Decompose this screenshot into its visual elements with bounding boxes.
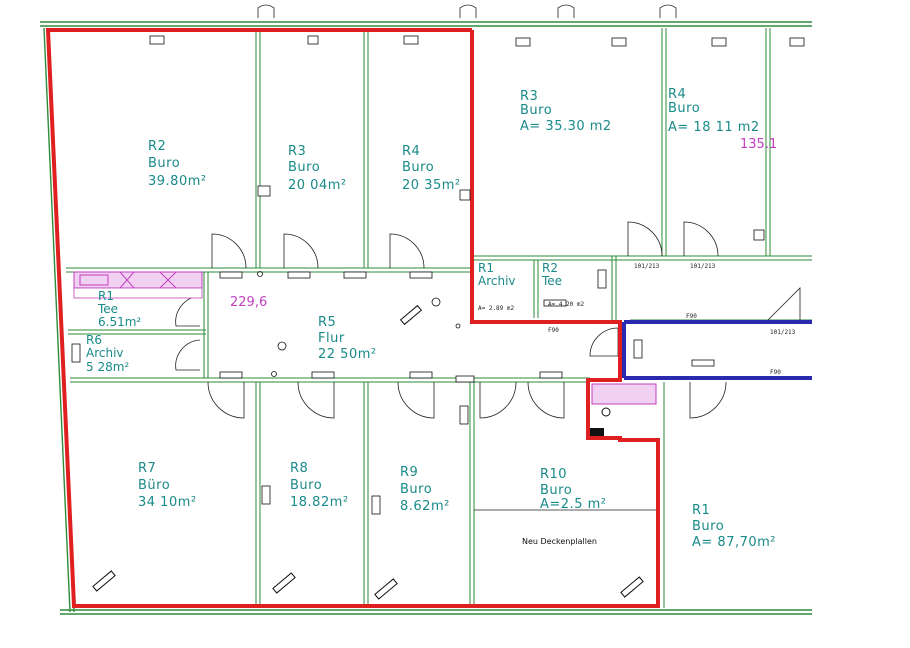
svg-text:101/213: 101/213: [634, 263, 660, 270]
room-r2-tee: R2 Tee A= 4 20 m2: [541, 261, 585, 308]
svg-text:R6: R6: [86, 333, 102, 347]
room-r10: R10 Buro A=2.5 m²: [540, 467, 606, 512]
svg-text:101/213: 101/213: [690, 263, 716, 270]
room-r8: R8 Buro 18.82m²: [290, 461, 349, 510]
annotation-229: 229,6: [230, 295, 267, 310]
svg-text:A= 18 11 m2: A= 18 11 m2: [668, 120, 760, 135]
svg-text:39.80m²: 39.80m²: [148, 174, 207, 189]
room-r3-right: R3 Buro A= 35.30 m2: [520, 89, 612, 134]
svg-text:R10: R10: [540, 467, 567, 482]
svg-text:Flur: Flur: [318, 331, 345, 346]
svg-text:A=2.5 m²: A=2.5 m²: [540, 497, 606, 512]
svg-text:Büro: Büro: [138, 478, 170, 493]
svg-text:Buro: Buro: [692, 519, 724, 534]
fixtures: [71, 35, 805, 600]
svg-text:Buro: Buro: [540, 483, 572, 498]
blue-boundary: [622, 320, 812, 380]
svg-text:R8: R8: [290, 461, 308, 476]
svg-text:R9: R9: [400, 465, 418, 480]
svg-text:Buro: Buro: [668, 101, 700, 116]
svg-text:Buro: Buro: [148, 156, 180, 171]
svg-text:Tee: Tee: [97, 302, 118, 316]
svg-text:A= 87,70m²: A= 87,70m²: [692, 535, 776, 550]
svg-text:5 28m²: 5 28m²: [86, 360, 129, 374]
svg-text:34 10m²: 34 10m²: [138, 495, 197, 510]
svg-text:Tee: Tee: [541, 274, 562, 288]
svg-text:R4: R4: [668, 87, 686, 102]
svg-text:18.82m²: 18.82m²: [290, 495, 349, 510]
svg-text:Buro: Buro: [400, 482, 432, 497]
svg-text:R2: R2: [148, 139, 166, 154]
annotation-135: 135.1: [740, 137, 777, 152]
room-r3-left: R3 Buro 20 04m²: [288, 144, 347, 193]
svg-text:A= 2.89 m2: A= 2.89 m2: [478, 305, 515, 312]
svg-text:R5: R5: [318, 315, 336, 330]
room-r5-flur: R5 Flur 22 50m²: [318, 315, 377, 362]
svg-text:Buro: Buro: [288, 160, 320, 175]
svg-text:8.62m²: 8.62m²: [400, 499, 450, 514]
room-r1-big: R1 Buro A= 87,70m²: [692, 503, 776, 550]
window-markers: [257, 4, 677, 18]
svg-text:20 04m²: 20 04m²: [288, 178, 347, 193]
svg-text:R3: R3: [288, 144, 306, 159]
doors: [175, 221, 801, 419]
svg-text:20 35m²: 20 35m²: [402, 178, 461, 193]
interior-walls: [66, 28, 812, 608]
svg-text:A= 35.30 m2: A= 35.30 m2: [520, 119, 612, 134]
svg-text:R1: R1: [478, 261, 494, 275]
svg-text:R4: R4: [402, 144, 420, 159]
svg-text:6.51m²: 6.51m²: [98, 315, 141, 329]
svg-text:A= 4 20 m2: A= 4 20 m2: [548, 301, 585, 308]
room-r2-left: R2 Buro 39.80m²: [148, 139, 207, 189]
svg-text:Archiv: Archiv: [86, 346, 124, 360]
room-r6-archiv: R6 Archiv 5 28m²: [86, 333, 129, 374]
svg-text:Buro: Buro: [520, 103, 552, 118]
room-r4-left: R4 Buro 20 35m²: [402, 144, 461, 193]
svg-text:101/213: 101/213: [770, 329, 796, 336]
svg-text:R1: R1: [98, 289, 114, 303]
room-r4-right: R4 Buro A= 18 11 m2: [668, 87, 760, 135]
red-boundary-left: [45, 28, 660, 608]
svg-text:Buro: Buro: [290, 478, 322, 493]
svg-text:22 50m²: 22 50m²: [318, 347, 377, 362]
svg-text:R2: R2: [542, 261, 558, 275]
kitchen-counter: [73, 271, 657, 417]
svg-text:R7: R7: [138, 461, 156, 476]
ceiling-note: Neu Deckenplallen: [522, 537, 597, 546]
svg-text:F90: F90: [548, 327, 559, 334]
svg-text:F90: F90: [770, 369, 781, 376]
svg-text:Archiv: Archiv: [478, 274, 516, 288]
room-r9: R9 Buro 8.62m²: [400, 465, 450, 514]
room-r7: R7 Büro 34 10m²: [138, 461, 197, 510]
dimension-labels: 101/213 101/213 101/213 F90 F90 F90: [548, 263, 796, 376]
svg-text:F90: F90: [686, 313, 697, 320]
svg-text:Buro: Buro: [402, 160, 434, 175]
svg-text:R1: R1: [692, 503, 710, 518]
room-r1-archiv: R1 Archiv A= 2.89 m2: [478, 261, 516, 312]
room-r1-tee: R1 Tee 6.51m²: [97, 289, 141, 329]
svg-text:R3: R3: [520, 89, 538, 104]
